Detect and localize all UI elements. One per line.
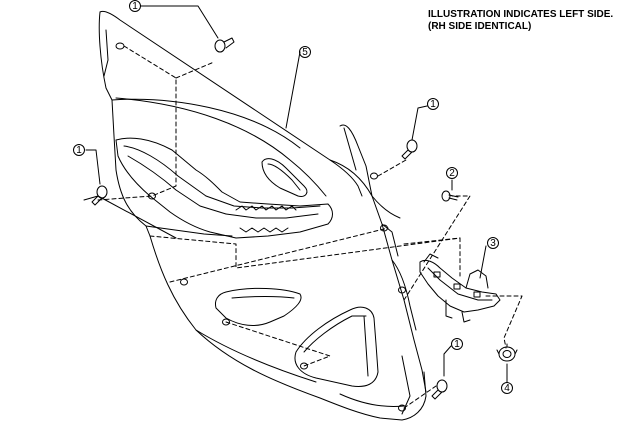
door-trim-panel — [98, 11, 427, 421]
note-line-1: ILLUSTRATION INDICATES LEFT SIDE. — [428, 9, 614, 20]
bracket-part-3 — [419, 253, 501, 323]
clip-bottom — [431, 379, 448, 400]
fastener-part-4 — [496, 343, 518, 362]
callout-1-left: 1 — [76, 145, 82, 156]
clip-top — [214, 37, 235, 53]
illustration-note: ILLUSTRATION INDICATES LEFT SIDE. (RH SI… — [428, 9, 613, 33]
clip-right — [401, 139, 418, 160]
note-line-2: (RH SIDE IDENTICAL) — [428, 21, 532, 32]
callout-1-bottom: 1 — [454, 339, 460, 350]
leader-lines — [83, 5, 508, 383]
callout-2: 2 — [449, 168, 455, 179]
callout-4: 4 — [504, 383, 510, 394]
screw-part-2 — [441, 190, 459, 202]
callout-5: 5 — [302, 47, 308, 58]
callout-3: 3 — [490, 238, 496, 249]
reference-lines — [97, 45, 523, 409]
clip-left — [91, 185, 108, 206]
callout-circles — [73, 0, 513, 394]
callout-1-top: 1 — [132, 1, 138, 12]
callout-1-right: 1 — [430, 99, 436, 110]
